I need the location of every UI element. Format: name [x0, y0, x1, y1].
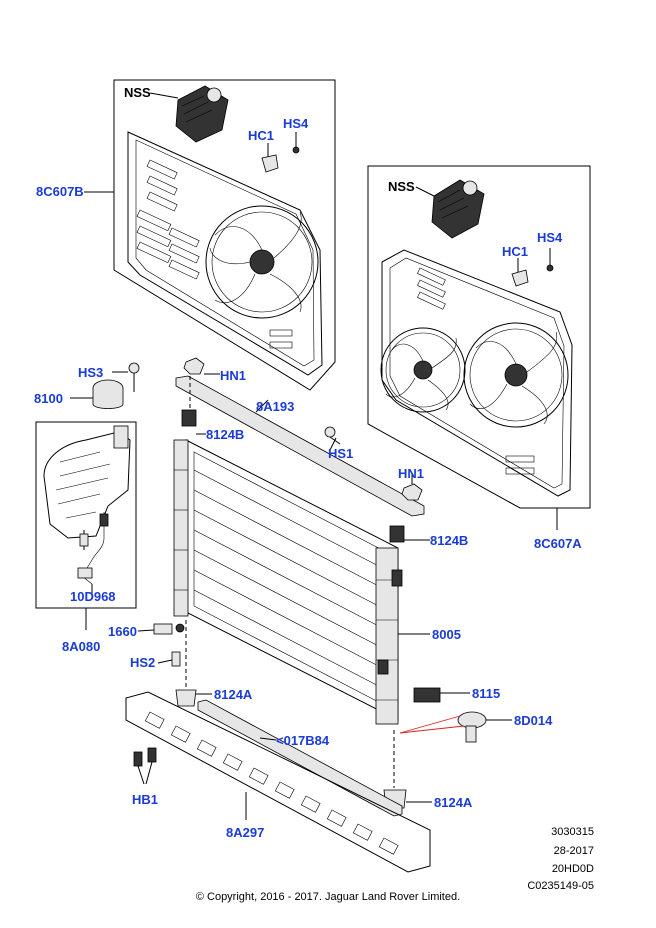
label-8c607a: 8C607A: [534, 536, 582, 551]
label-nss-right: NSS: [388, 179, 415, 194]
label-hc1-right: HC1: [502, 244, 528, 259]
coolant-reservoir: [43, 425, 131, 550]
drain-plug-8d014: [457, 711, 487, 743]
coolant-reservoir-box: [35, 421, 137, 609]
fan-shroud-top: [127, 131, 323, 376]
clip-hc1-right: [511, 258, 529, 287]
label-hn1-top: HN1: [220, 368, 246, 383]
label-hs4-top: HS4: [283, 116, 309, 131]
label-8124a-left: 8124A: [214, 687, 253, 702]
label-hc1-top: HC1: [248, 128, 274, 143]
bolts-hb1: [133, 747, 157, 767]
label-8a193: 8A193: [256, 399, 294, 414]
label-8100: 8100: [34, 391, 63, 406]
label-8d014: 8D014: [514, 713, 553, 728]
label-8a080: 8A080: [62, 639, 100, 654]
fan-control-module-top: [175, 85, 229, 143]
fan-shroud-right: [380, 249, 573, 497]
radiator-8005: [173, 439, 403, 725]
deflector-8a297: [125, 691, 431, 873]
date-code: 28-2017: [553, 845, 594, 857]
seal-017b84: [197, 699, 403, 817]
label-8124b-top: 8124B: [206, 427, 244, 442]
label-8c607b: 8C607B: [36, 184, 84, 199]
copyright-notice: © Copyright, 2016 - 2017. Jaguar Land Ro…: [195, 891, 461, 903]
label-hn1-right: HN1: [398, 466, 424, 481]
isolator-8124b-right: [389, 525, 405, 543]
label-8005: 8005: [432, 627, 461, 642]
sensor-8115: [413, 687, 441, 703]
isolator-8124a-left: [175, 689, 197, 707]
clip-hc1-top: [261, 143, 279, 173]
label-8124b-right: 8124B: [430, 533, 468, 548]
screw-hs4-top: [292, 132, 300, 154]
label-nss-top: NSS: [124, 85, 151, 100]
fan-assembly-box-right: [367, 165, 591, 509]
label-hs1: HS1: [328, 446, 353, 461]
nut-hn1-right: [401, 483, 423, 501]
screw-hs3: [128, 362, 140, 392]
label-hs2: HS2: [130, 655, 155, 670]
nut-hn1-top: [183, 357, 205, 375]
fan-assembly-box-top: [113, 79, 336, 391]
label-hs4-right: HS4: [537, 230, 563, 245]
isolator-8124b-top: [181, 409, 197, 427]
label-hb1: HB1: [132, 792, 158, 807]
screw-hs4-right: [546, 248, 554, 272]
fan-control-module-right: [431, 179, 485, 239]
reservoir-cap-8100: [92, 379, 124, 409]
label-1660: 1660: [108, 624, 137, 639]
model-code: 20HD0D: [551, 863, 594, 875]
label-10d968: 10D968: [70, 589, 116, 604]
catalog-code: C0235149-05: [527, 880, 594, 892]
label-8124a-right: 8124A: [434, 795, 473, 810]
label-hs3: HS3: [78, 365, 103, 380]
label-8115: 8115: [472, 686, 500, 701]
screw-hs1: [324, 426, 341, 445]
sensor-1660: [153, 623, 185, 635]
label-8a297: 8A297: [226, 825, 264, 840]
level-sensor-10d968: [77, 512, 109, 585]
illustration-number: 3030315: [551, 826, 594, 838]
bracket-8a193: [175, 375, 425, 517]
screw-hs2: [171, 651, 181, 667]
label-017b84: <017B84: [276, 733, 330, 748]
